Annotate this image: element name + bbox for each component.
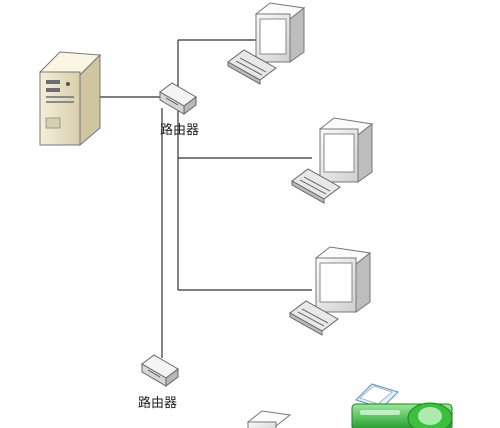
desktop-computer-icon xyxy=(227,2,306,85)
router-icon xyxy=(141,354,179,387)
connection-lines xyxy=(98,39,312,358)
desktop-computer-icon xyxy=(291,117,374,204)
desktop-computer-icon xyxy=(289,246,372,336)
server-icon xyxy=(38,51,102,147)
router-icon xyxy=(159,82,197,115)
desktop-computer-icon xyxy=(246,410,292,428)
printer-icon xyxy=(351,383,453,428)
router-label: 路由器 xyxy=(138,396,178,411)
router-label: 路由器 xyxy=(160,123,200,138)
